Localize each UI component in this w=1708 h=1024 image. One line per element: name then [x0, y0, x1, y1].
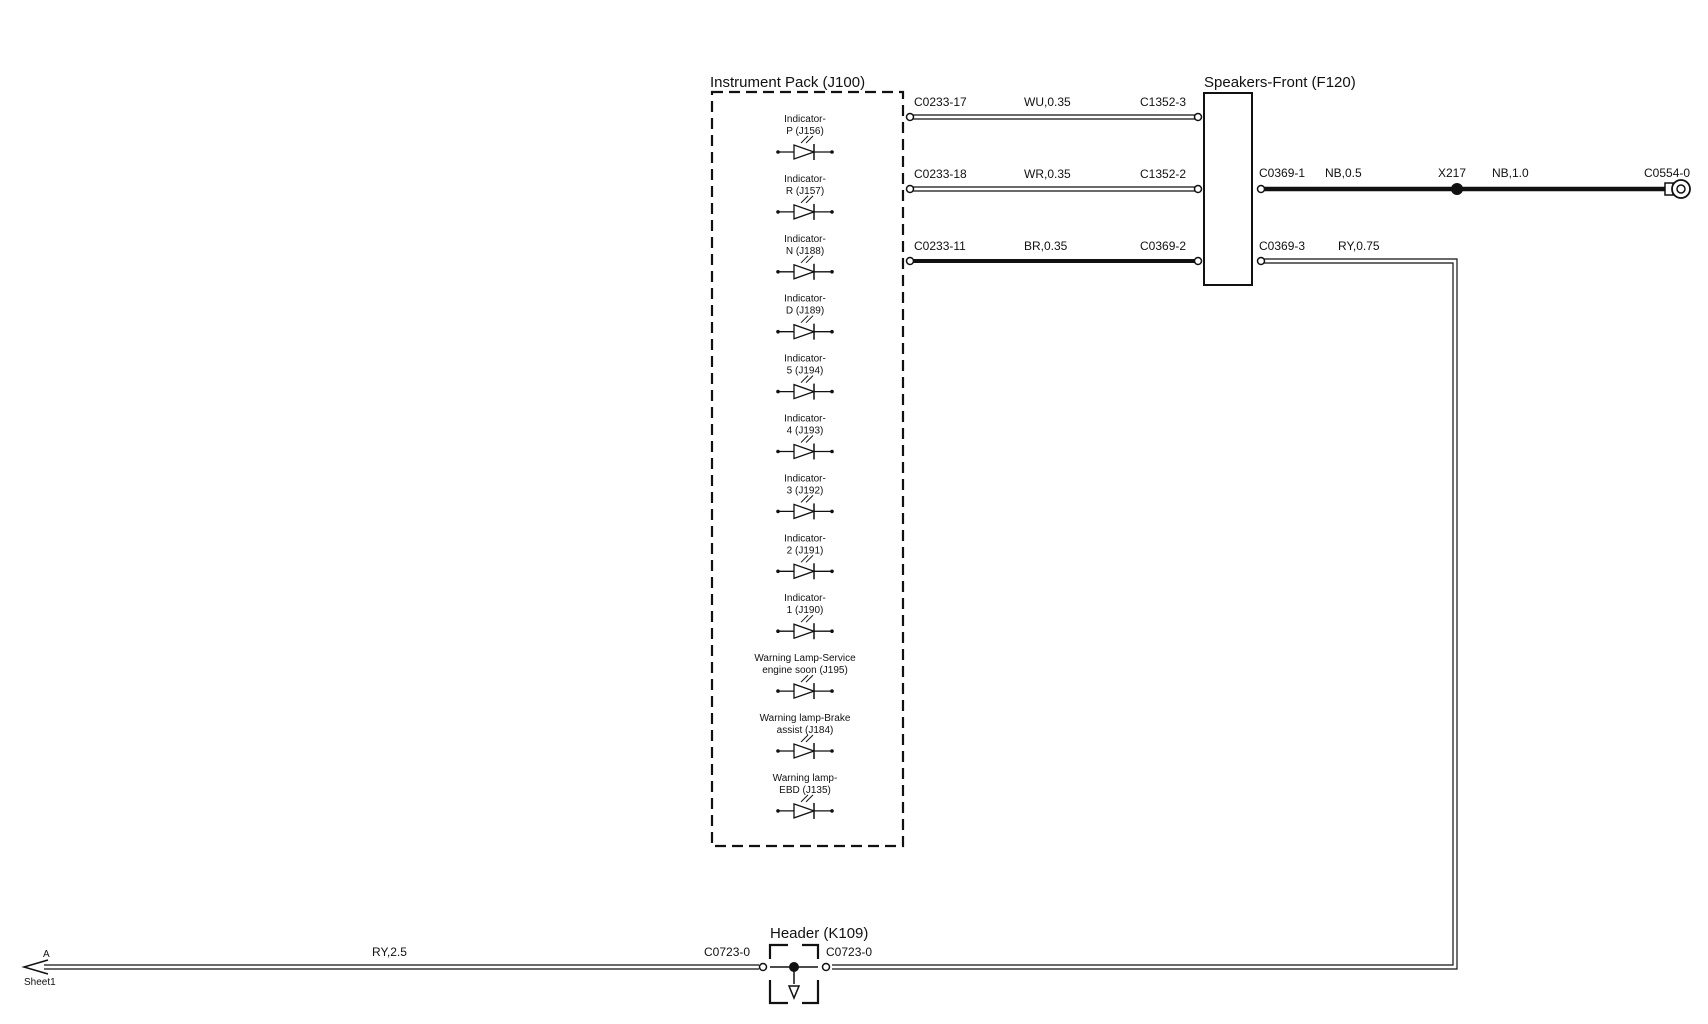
speakers-front-label: Speakers-Front (F120)	[1204, 74, 1356, 91]
wire-pin: C0369-3	[1259, 239, 1305, 253]
indicator-label-line1: Indicator-	[784, 174, 826, 185]
indicator-label-line1: Indicator-	[784, 414, 826, 425]
indicator-label-line2: P (J156)	[786, 126, 824, 137]
pin-marker	[905, 184, 915, 194]
pin-marker	[905, 256, 915, 266]
led-icon	[776, 435, 834, 460]
led-icon	[776, 195, 834, 220]
offpage-letter: A	[43, 949, 50, 960]
indicator-lamp: Indicator-2 (J191)	[776, 533, 834, 580]
indicator-label-line1: Indicator-	[784, 354, 826, 365]
led-icon	[776, 794, 834, 819]
indicator-lamp: Indicator-D (J189)	[776, 294, 834, 340]
wire-ry[interactable]: C0369-3 RY,0.75	[832, 239, 1458, 970]
led-icon	[776, 495, 834, 520]
indicator-label-line1: Indicator-	[784, 294, 826, 305]
indicator-label-line1: Indicator-	[784, 593, 826, 604]
indicator-lamp: Indicator-R (J157)	[776, 174, 834, 220]
indicator-label-line1: Warning lamp-Brake	[760, 713, 851, 724]
offpage-sheet-link[interactable]: Sheet1	[24, 977, 56, 988]
led-icon	[776, 315, 834, 340]
instrument-pack-box	[710, 90, 905, 848]
header-connector[interactable]: Header (K109) C0723-0 C0723-0	[704, 925, 872, 1005]
indicator-lamp: Indicator-4 (J193)	[776, 414, 834, 460]
wire-to-pin: C0369-2	[1140, 239, 1186, 253]
wire-end-pin: C0554-0	[1644, 166, 1690, 180]
indicator-label-line1: Indicator-	[784, 533, 826, 544]
led-icon	[776, 375, 834, 400]
led-icon	[776, 255, 834, 280]
wire-from-pin: C0233-11	[914, 239, 966, 253]
wire-nb[interactable]: C0369-1 NB,0.5 X217 NB,1.0 C0554-0	[1256, 166, 1691, 199]
wire-wu[interactable]: C0233-17 WU,0.35 C1352-3	[905, 95, 1203, 122]
indicator-list: Indicator-P (J156)Indicator-R (J157)Indi…	[754, 114, 856, 819]
pin-marker	[1193, 256, 1203, 266]
pin-marker	[758, 962, 768, 972]
led-icon	[776, 614, 834, 640]
instrument-pack-label: Instrument Pack (J100)	[710, 74, 865, 91]
pin-marker	[905, 112, 915, 122]
indicator-label-line2: 5 (J194)	[787, 366, 824, 377]
pin-marker	[821, 962, 831, 972]
indicator-label-line2: assist (J184)	[777, 725, 834, 736]
wire-wr[interactable]: C0233-18 WR,0.35 C1352-2	[905, 167, 1203, 194]
indicator-lamp: Indicator-P (J156)	[776, 114, 834, 160]
offpage-arrow-icon[interactable]	[21, 959, 49, 975]
header-right-pin: C0723-0	[826, 945, 872, 959]
splice-label: X217	[1438, 166, 1466, 180]
wire-spec: WU,0.35	[1024, 95, 1071, 109]
indicator-lamp: Indicator-3 (J192)	[776, 473, 834, 520]
wire-br[interactable]: C0233-11 BR,0.35 C0369-2	[905, 239, 1203, 266]
header-left-pin: C0723-0	[704, 945, 750, 959]
wire-spec: BR,0.35	[1024, 239, 1068, 253]
indicator-lamp: Indicator-1 (J190)	[776, 593, 834, 640]
wire-spec: NB,1.0	[1492, 166, 1529, 180]
led-icon	[776, 554, 834, 580]
wire-pin: C0369-1	[1259, 166, 1305, 180]
wire-to-pin: C1352-3	[1140, 95, 1186, 109]
indicator-label-line1: Warning lamp-	[773, 773, 838, 784]
wire-from-pin: C0233-17	[914, 95, 967, 109]
indicator-label-line2: D (J189)	[786, 306, 824, 317]
pin-marker	[1193, 112, 1203, 122]
wire-spec: RY,0.75	[1338, 239, 1380, 253]
indicator-lamp: Indicator-N (J188)	[776, 234, 834, 280]
pin-marker	[1256, 256, 1266, 266]
indicator-lamp: Indicator-5 (J194)	[776, 354, 834, 400]
indicator-label-line2: EBD (J135)	[779, 785, 831, 796]
indicator-label-line2: 2 (J191)	[787, 545, 824, 556]
indicator-label-line2: N (J188)	[786, 246, 824, 257]
wire-spec: NB,0.5	[1325, 166, 1362, 180]
header-terminal-icon	[787, 985, 801, 1000]
speakers-front-box	[1203, 92, 1253, 286]
ground-eyelet-inner	[1676, 184, 1686, 194]
indicator-lamp: Warning lamp-EBD (J135)	[773, 773, 838, 819]
led-icon	[776, 734, 834, 759]
wire-spec: WR,0.35	[1024, 167, 1071, 181]
indicator-label-line2: 3 (J192)	[787, 485, 824, 496]
wire-from-pin: C0233-18	[914, 167, 967, 181]
pin-marker	[1193, 184, 1203, 194]
indicator-label-line1: Warning Lamp-Service	[754, 653, 856, 664]
indicator-label-line1: Indicator-	[784, 234, 826, 245]
indicator-label-line1: Indicator-	[784, 473, 826, 484]
indicator-label-line2: 1 (J190)	[787, 605, 824, 616]
splice-dot	[1451, 183, 1463, 195]
indicator-label-line2: 4 (J193)	[787, 426, 824, 437]
indicator-label-line1: Indicator-	[784, 114, 826, 125]
indicator-label-line2: R (J157)	[786, 186, 824, 197]
wire-spec: RY,2.5	[372, 945, 407, 959]
wire-ry-offpage[interactable]: RY,2.5 A Sheet1	[21, 945, 759, 988]
header-label: Header (K109)	[770, 925, 868, 942]
indicator-label-line2: engine soon (J195)	[762, 665, 848, 676]
led-icon	[776, 674, 834, 700]
wire-to-pin: C1352-2	[1140, 167, 1186, 181]
pin-marker	[1256, 184, 1266, 194]
led-icon	[776, 135, 834, 160]
